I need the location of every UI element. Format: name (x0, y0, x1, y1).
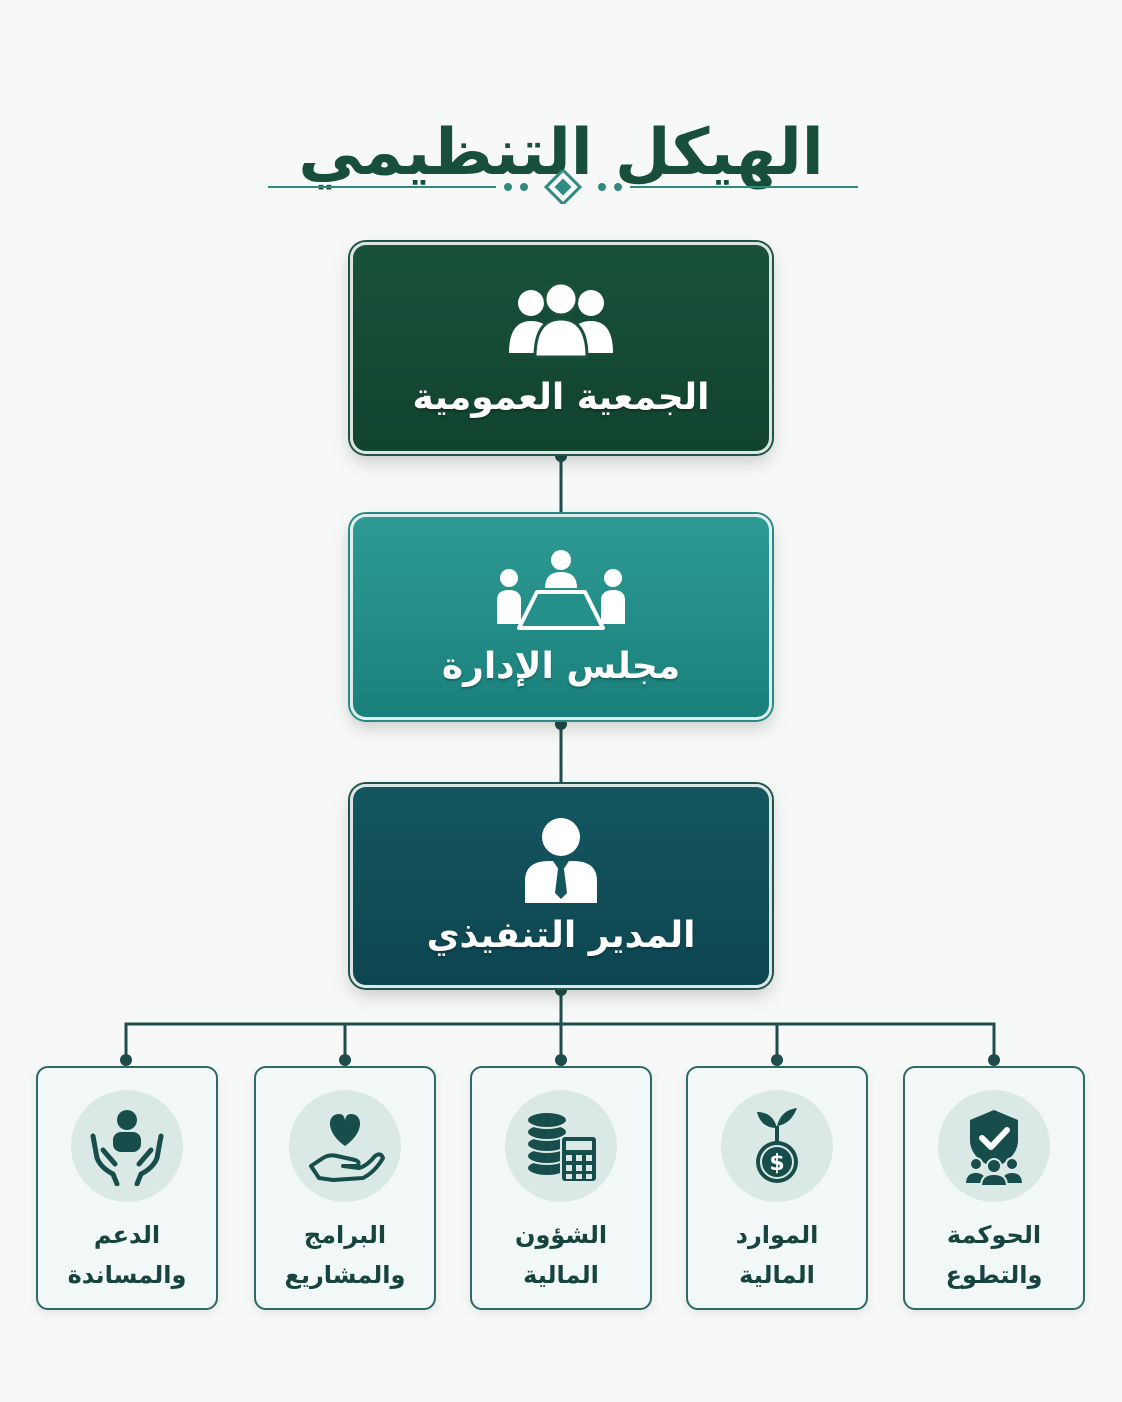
coins-calculator-icon (526, 1111, 598, 1183)
dept-icon-circle (505, 1090, 617, 1202)
dept-label-line1: الحوكمة (946, 1221, 1042, 1249)
dept-icon-circle (289, 1090, 401, 1202)
general-assembly-label: الجمعية العمومية (412, 376, 710, 418)
executive-person-icon (525, 817, 597, 903)
dept-label-line1: الدعم (93, 1221, 161, 1249)
dept-label: الموارد المالية (736, 1216, 819, 1295)
dept-label: البرامج والمشاريع (285, 1216, 406, 1295)
dept-card-financial-affairs[interactable]: الشؤون المالية (470, 1066, 652, 1310)
dept-icon-circle (71, 1090, 183, 1202)
board-of-directors-box[interactable]: مجلس الإدارة (350, 514, 772, 720)
heart-hand-icon (309, 1114, 385, 1182)
dept-label: الدعم والمساندة (68, 1216, 187, 1295)
dept-label-line1: الشؤون (514, 1221, 608, 1249)
dept-card-governance[interactable]: الحوكمة والتطوع (903, 1066, 1085, 1310)
dept-label: الشؤون المالية (515, 1216, 607, 1295)
dept-label-line2: المالية (523, 1260, 599, 1289)
page-title: الهيكل التنظيمي (298, 115, 824, 190)
dept-label: الحوكمة والتطوع (946, 1216, 1043, 1295)
dept-card-financial-resources[interactable]: $ الموارد المالية (686, 1066, 868, 1310)
meeting-table-icon (497, 549, 625, 630)
dept-icon-circle: $ (721, 1090, 833, 1202)
dept-label-line1: البرامج (303, 1221, 387, 1249)
support-hands-icon (90, 1110, 164, 1186)
svg-text:$: $ (769, 1151, 784, 1176)
dept-label-line2: المالية (739, 1260, 815, 1289)
executive-director-box[interactable]: المدير التنفيذي (350, 784, 772, 988)
title-ornament (268, 170, 858, 204)
group-icon (509, 281, 613, 358)
dept-card-programs-projects[interactable]: البرامج والمشاريع (254, 1066, 436, 1310)
general-assembly-box[interactable]: الجمعية العمومية (350, 242, 772, 454)
money-plant-icon: $ (756, 1108, 798, 1183)
dept-card-support[interactable]: الدعم والمساندة (36, 1066, 218, 1310)
dept-label-line2: والمساندة (67, 1260, 187, 1289)
board-of-directors-label: مجلس الإدارة (441, 645, 681, 687)
dept-label-line2: والتطوع (945, 1260, 1043, 1289)
executive-director-label: المدير التنفيذي (426, 914, 696, 956)
dept-label-line1: الموارد (735, 1221, 819, 1249)
dept-icon-circle (938, 1090, 1050, 1202)
shield-check-people-icon (963, 1110, 1025, 1186)
dept-label-line2: والمشاريع (284, 1260, 406, 1289)
